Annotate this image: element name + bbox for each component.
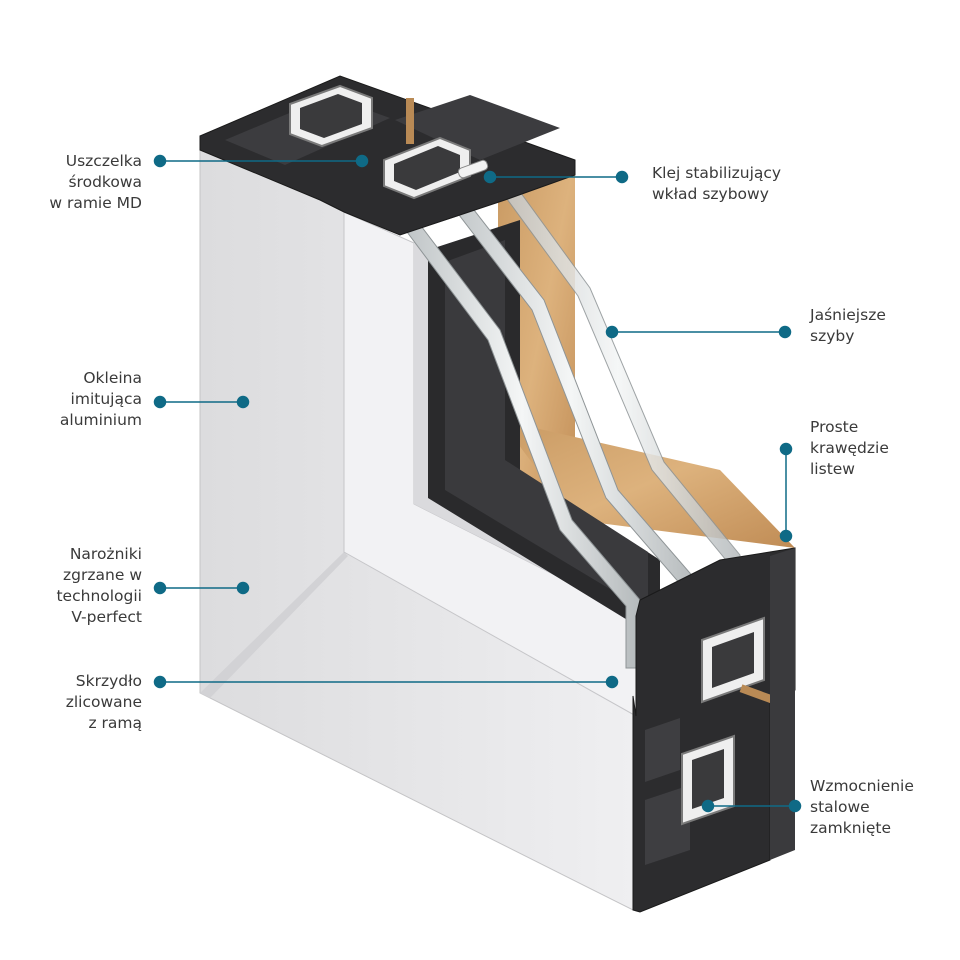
frame-miter-joint: [200, 552, 348, 698]
callout-line: zamknięte: [810, 819, 891, 837]
callout-line: Jaśniejsze: [810, 306, 886, 324]
callout-klej: Klej stabilizujący wkład szybowy: [652, 163, 781, 205]
callout-line: Klej stabilizujący: [652, 164, 782, 182]
wood-insert-bottom: [739, 684, 775, 704]
callout-line: w ramie MD: [49, 194, 142, 212]
callout-line: imitująca: [70, 390, 142, 408]
profile-bottom-side: [770, 548, 795, 860]
steel-reinforcement-sash-top-inner: [394, 146, 460, 190]
callout-jasniejsze: Jaśniejsze szyby: [810, 305, 886, 347]
callout-line: Okleina: [83, 369, 142, 387]
callout-line: Uszczelka: [65, 152, 142, 170]
callout-okleina: Okleina imitująca aluminium: [60, 368, 142, 431]
steel-reinforcement-sash-bottom-inner: [712, 632, 754, 688]
callout-line: z ramą: [88, 714, 142, 732]
steel-reinforcement-top-inner: [300, 94, 362, 138]
callout-lines: [153, 154, 802, 813]
callout-line: Skrzydło: [75, 672, 142, 690]
profile-bottom-chamber-a: [645, 718, 680, 782]
profile-bottom-chamber-b: [645, 785, 690, 865]
glue-bead: [457, 159, 489, 179]
callout-line: listew: [810, 460, 855, 478]
callout-uszczelka: Uszczelka środkowa w ramie MD: [49, 151, 142, 214]
callout-line: V-perfect: [71, 608, 142, 626]
callout-line: krawędzie: [810, 439, 889, 457]
callout-wzmocnienie: Wzmocnienie stalowe zamknięte: [810, 776, 914, 839]
callout-skrzydlo: Skrzydło zlicowane z ramą: [66, 671, 142, 734]
callout-line: Proste: [810, 418, 859, 436]
callout-line: szyby: [810, 327, 855, 345]
steel-reinforcement-frame-bottom-inner: [692, 749, 724, 809]
callout-line: stalowe: [810, 798, 870, 816]
callout-line: środkowa: [68, 173, 142, 191]
callout-line: zgrzane w: [63, 566, 142, 584]
profile-top-chamber-b: [395, 95, 560, 160]
callout-line: zlicowane: [65, 693, 142, 711]
callout-proste: Proste krawędzie listew: [810, 417, 889, 480]
callout-line: Narożniki: [69, 545, 142, 563]
callout-line: Wzmocnienie: [810, 777, 914, 795]
callout-line: wkład szybowy: [652, 185, 769, 203]
wood-insert-top: [406, 98, 414, 144]
callout-line: aluminium: [59, 411, 142, 429]
callout-narozniki: Narożniki zgrzane w technologii V-perfec…: [56, 544, 142, 628]
callout-line: technologii: [56, 587, 142, 605]
